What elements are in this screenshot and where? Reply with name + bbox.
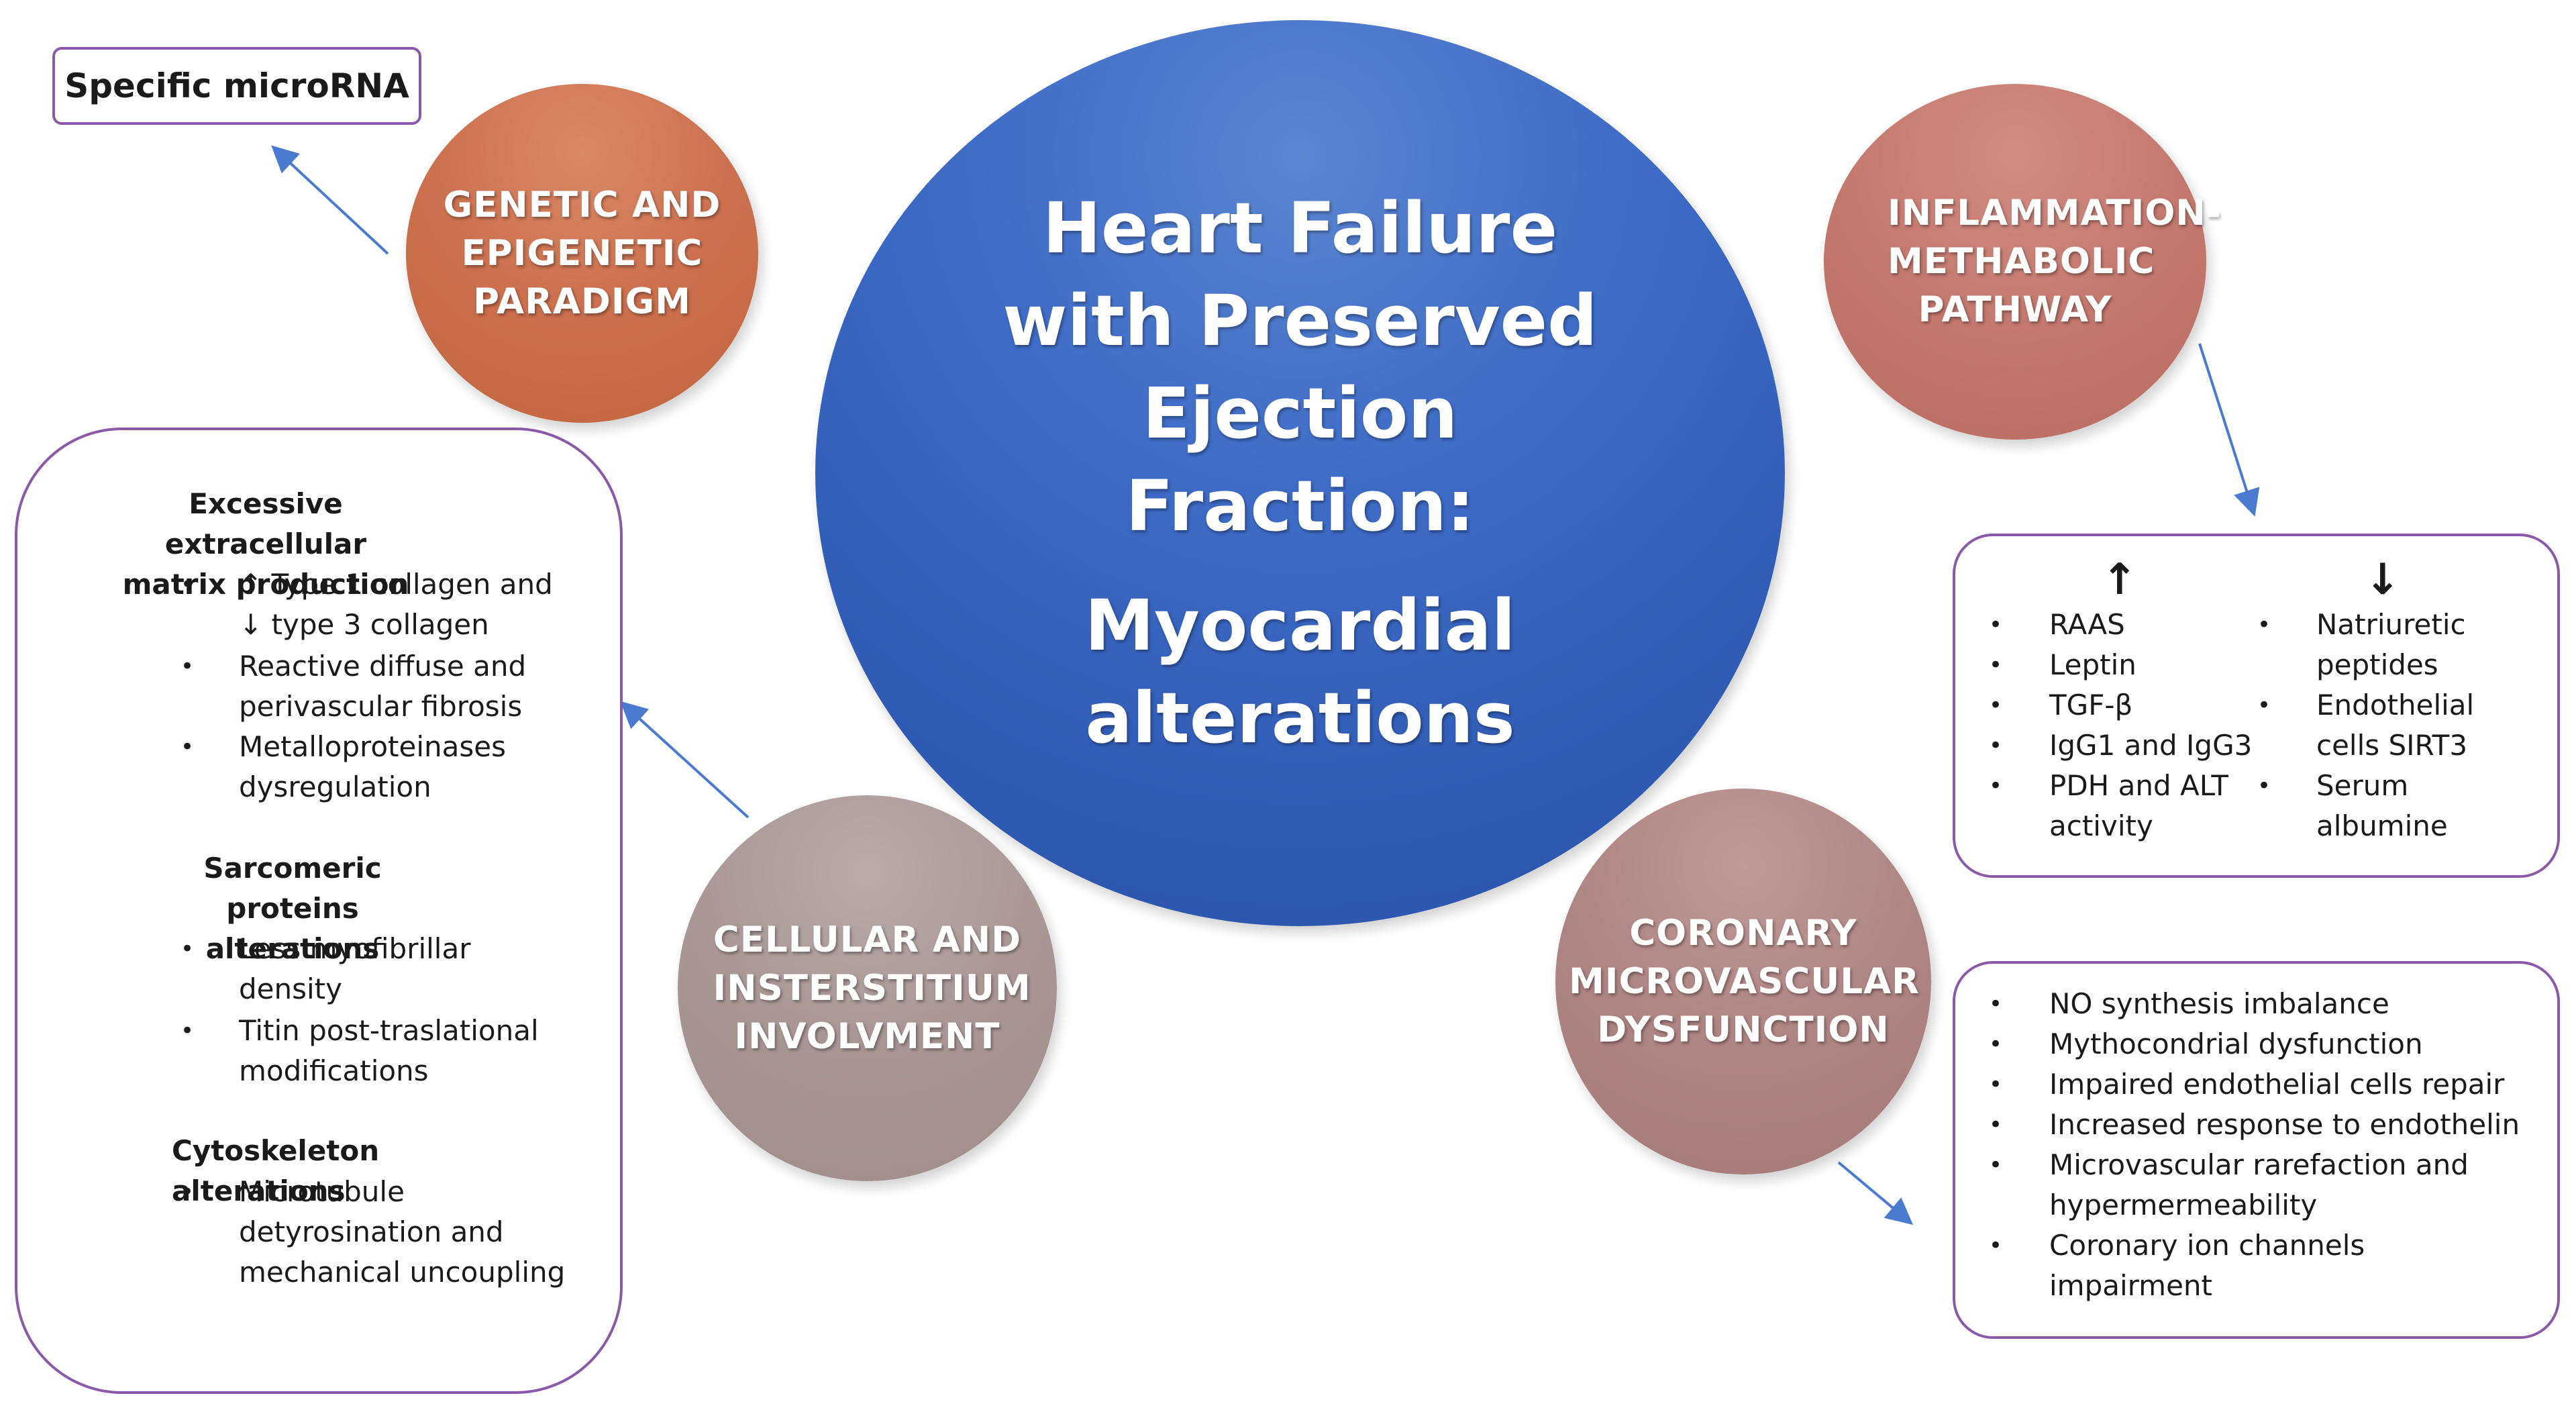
inflammation-details-box: ↑ ↓ • RAAS • Leptin • TGF-β • IgG1 and I… [1953, 534, 2560, 878]
bullet: • [181, 1178, 195, 1205]
list-item: TGF-β [2049, 689, 2133, 721]
list-item: cells SIRT3 [2316, 729, 2468, 762]
section-heading-sarcomeric-line2: alterations [205, 932, 380, 965]
microrna-label: Specific microRNA [64, 66, 409, 105]
bullet: • [1989, 732, 2003, 759]
list-item: perivascular fibrosis [239, 690, 523, 723]
list-item: Impaired endothelial cells repair [2049, 1068, 2505, 1101]
section-heading-ecm-line1: Excessive extracellular [164, 487, 367, 560]
list-item: Natriuretic [2316, 608, 2466, 641]
cellular-details-box: Excessive extracellular matrix productio… [15, 428, 623, 1394]
list-item: Metalloproteinases [239, 730, 506, 763]
connector-arrow-coronary-to-box [1837, 1161, 1914, 1225]
down-arrow-icon: ↓ [2365, 555, 2401, 605]
list-item: mechanical uncoupling [239, 1256, 566, 1289]
list-item: hypermermeability [2049, 1189, 2318, 1221]
bullet: • [181, 1017, 195, 1044]
coronary-microvascular-circle: CORONARY MICROVASCULAR DYSFUNCTION [1555, 789, 1931, 1174]
bullet: • [2257, 611, 2271, 638]
up-arrow-icon: ↑ [2102, 555, 2138, 605]
list-item: Leptin [2049, 648, 2136, 681]
bullet: • [2257, 692, 2271, 719]
list-item: dysregulation [239, 770, 431, 803]
list-item: activity [2049, 809, 2153, 842]
bullet: • [181, 653, 195, 680]
list-item: impairment [2049, 1269, 2213, 1302]
bullet: • [1989, 1071, 2003, 1098]
section-heading-sarcomeric: Sarcomeric proteins alterations [158, 848, 427, 969]
bullet: • [181, 571, 195, 598]
section-heading-cytoskeleton-line1: Cytoskeleton alterations [172, 1134, 380, 1207]
list-item: Less myofibrillar [239, 932, 471, 965]
connector-arrow-cellular-to-box [620, 701, 750, 819]
bullet: • [1989, 1232, 2003, 1259]
list-item: PDH and ALT [2049, 769, 2228, 802]
list-item: density [239, 972, 342, 1005]
coronary-details-box: • NO synthesis imbalance • Mythocondrial… [1953, 961, 2560, 1339]
section-heading-cytoskeleton: Cytoskeleton alterations [172, 1131, 494, 1211]
bullet: • [1989, 772, 2003, 799]
genetic-circle-label: GENETIC AND EPIGENETIC PARADIGM [443, 184, 721, 322]
list-item: Reactive diffuse and [239, 650, 527, 683]
genetic-epigenetic-circle: GENETIC AND EPIGENETIC PARADIGM [406, 84, 758, 423]
list-item: albumine [2316, 809, 2448, 842]
bullet: • [1989, 692, 2003, 719]
list-item: detyrosination and [239, 1215, 504, 1248]
list-item: RAAS [2049, 608, 2125, 641]
bullet: • [181, 734, 195, 760]
inflammation-circle: INFLAMMATION- METHABOLIC PATHWAY [1824, 84, 2222, 440]
section-heading-ecm: Excessive extracellular matrix productio… [118, 484, 413, 605]
connector-arrow-inflammation-to-box [2198, 343, 2260, 517]
main-title: Heart Failure with Preserved Ejection Fr… [1002, 187, 1598, 547]
list-item: Microvascular rarefaction and [2049, 1148, 2469, 1181]
bullet: • [1989, 652, 2003, 679]
list-item: Endothelial [2316, 689, 2475, 721]
list-item: peptides [2316, 648, 2438, 681]
cellular-circle-label: CELLULAR AND INSTERSTITIUM INVOLVMENT [713, 919, 1031, 1057]
list-item: IgG1 and IgG3 [2049, 729, 2253, 762]
connector-arrow-genetic-to-microrna [271, 145, 389, 255]
bullet: • [1989, 611, 2003, 638]
main-subtitle: Myocardial alterations [1084, 585, 1516, 759]
coronary-circle-label: CORONARY MICROVASCULAR DYSFUNCTION [1569, 912, 1920, 1050]
list-item: Microtubule [239, 1175, 405, 1208]
list-item: ↓ type 3 collagen [239, 608, 489, 641]
section-heading-sarcomeric-line1: Sarcomeric proteins [203, 852, 382, 925]
bullet: • [1989, 1152, 2003, 1178]
main-topic-circle: Heart Failure with Preserved Ejection Fr… [815, 20, 1785, 926]
list-item: NO synthesis imbalance [2049, 987, 2389, 1020]
list-item: Increased response to endothelin [2049, 1108, 2520, 1141]
cellular-interstitium-circle: CELLULAR AND INSTERSTITIUM INVOLVMENT [678, 795, 1057, 1181]
inflammation-circle-label: INFLAMMATION- METHABOLIC PATHWAY [1888, 193, 2222, 330]
list-item: Titin post-traslational [239, 1014, 539, 1047]
list-item: ↑ Type 1 collagen and [239, 568, 553, 601]
bullet: • [1989, 1111, 2003, 1138]
list-item: modifications [239, 1054, 429, 1087]
section-heading-ecm-line2: matrix production [122, 568, 409, 601]
microrna-box: Specific microRNA [52, 47, 421, 125]
list-item: Mythocondrial dysfunction [2049, 1027, 2423, 1060]
bullet: • [1989, 991, 2003, 1017]
bullet: • [2257, 772, 2271, 799]
bullet: • [181, 936, 195, 962]
bullet: • [1989, 1031, 2003, 1058]
list-item: Serum [2316, 769, 2409, 802]
list-item: Coronary ion channels [2049, 1229, 2365, 1262]
